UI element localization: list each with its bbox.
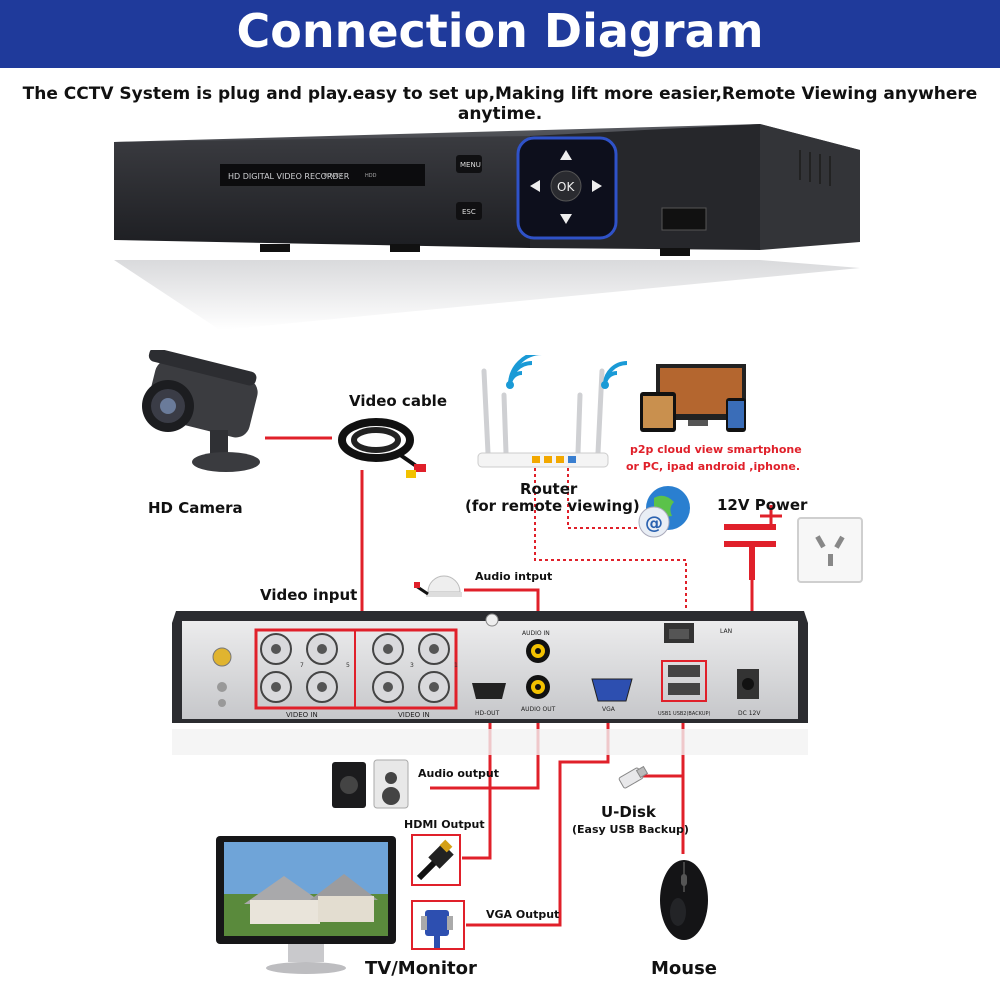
audio-out-text: AUDIO OUT [521, 706, 556, 713]
p2p-text-line2: or PC, ipad android ,iphone. [626, 460, 800, 473]
hd-camera-label: HD Camera [148, 499, 243, 517]
channel-5: 5 [346, 662, 350, 669]
dvr-back-panel: 7 5 3 1 VIDEO IN VIDEO IN AUDIO IN AUDIO… [172, 611, 808, 755]
wall-socket-icon [797, 517, 863, 583]
page-title: Connection Diagram [236, 4, 764, 58]
video-in-right-text: VIDEO IN [398, 711, 430, 719]
tv-monitor-icon [216, 836, 396, 974]
dvr-power-text: POWER [324, 173, 343, 179]
ok-button[interactable] [550, 170, 582, 202]
menu-button[interactable]: MENU [460, 161, 481, 169]
remote-devices-icon [640, 364, 746, 432]
header-bar [0, 0, 1000, 68]
router-sub-label: (for remote viewing) [465, 497, 640, 515]
usb-text: USB1 USB2(BACKUP) [658, 711, 711, 717]
video-cable-label: Video cable [349, 392, 447, 410]
audio-in-text: AUDIO IN [522, 630, 550, 637]
video-in-left-text: VIDEO IN [286, 711, 318, 719]
arrow-down-icon[interactable] [560, 214, 572, 224]
internet-globe-icon: @ [638, 486, 690, 538]
hdmi-output-label: HDMI Output [404, 818, 485, 831]
mouse-icon [660, 860, 708, 940]
dvr-model-text: HD DIGITAL VIDEO RECORDER [228, 172, 350, 181]
vga-cable-icon [421, 910, 453, 948]
lan-text: LAN [720, 628, 732, 635]
audio-input-label: Audio intput [475, 570, 553, 583]
channel-3: 3 [410, 662, 414, 669]
u-disk-label: U-Disk [601, 803, 656, 821]
dvr-hdd-text: HDD [365, 173, 377, 179]
dvr-front-illustration: HD DIGITAL VIDEO RECORDER POWER HDD MENU… [114, 124, 860, 330]
arrow-left-icon[interactable] [530, 180, 540, 192]
esc-button[interactable]: ESC [462, 208, 476, 216]
u-disk-sub-label: (Easy USB Backup) [572, 823, 689, 836]
mouse-label: Mouse [651, 958, 718, 979]
p2p-text-line1: p2p cloud view smartphone [630, 443, 802, 456]
channel-1: 1 [454, 662, 458, 669]
usb-flash-drive-icon [618, 765, 649, 789]
router-label: Router [520, 480, 578, 498]
speakers-icon [332, 759, 409, 809]
hdmi-cable-icon [416, 839, 454, 881]
svg-text:@: @ [645, 513, 663, 534]
hdmi-connector-box [411, 834, 461, 886]
tv-monitor-label: TV/Monitor [365, 958, 477, 979]
video-input-label: Video input [260, 586, 358, 604]
vga-text: VGA [602, 706, 616, 713]
arrow-up-icon[interactable] [560, 150, 572, 160]
video-cable-icon [338, 418, 426, 478]
vga-output-label: VGA Output [486, 908, 560, 921]
hd-camera-icon [142, 350, 260, 472]
router-icon [477, 355, 628, 468]
channel-7: 7 [300, 662, 304, 669]
dc-12v-text: DC 12V [738, 710, 761, 717]
subtitle: The CCTV System is plug and play.easy to… [22, 84, 978, 124]
microphone-icon [414, 575, 462, 597]
hd-out-text: HD-OUT [475, 710, 500, 717]
vga-connector-box [411, 900, 465, 950]
ok-label: OK [557, 180, 575, 194]
power-12v-label: 12V Power [717, 496, 808, 514]
audio-output-label: Audio output [418, 767, 499, 780]
arrow-right-icon[interactable] [592, 180, 602, 192]
